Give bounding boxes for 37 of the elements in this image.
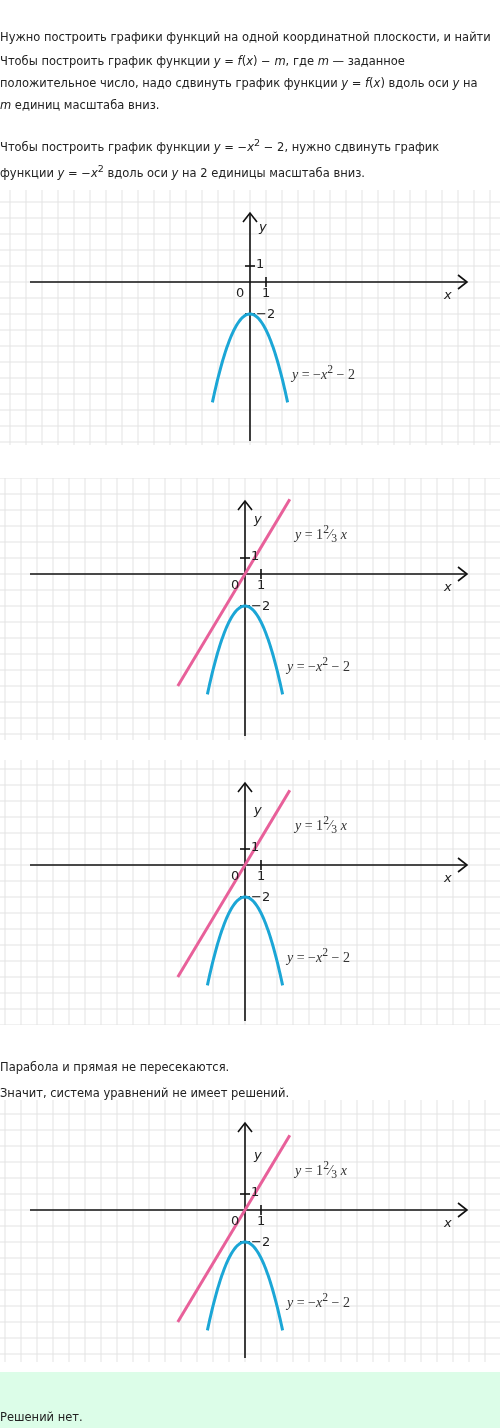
answer-text: Решений нет. (0, 1409, 84, 1426)
tick-label: 0 (236, 286, 245, 300)
function-label: y = −x$^{2}$ − 2 (287, 654, 350, 675)
tick-label: −2 (251, 1235, 271, 1249)
tick-label: 0 (231, 578, 240, 592)
axis-label: y (254, 512, 262, 526)
tick-label: 1 (251, 1185, 260, 1199)
tick-label: 1 (257, 869, 266, 883)
tick-label: −2 (256, 307, 276, 321)
axis-label: y (254, 1148, 262, 1162)
function-label: y = −x$^{2}$ − 2 (292, 362, 355, 383)
paragraph: Нужно построить графики функций на одной координатной плоскости, и найти (0, 29, 492, 46)
tick-label: −2 (251, 599, 271, 613)
paragraph: Парабола и прямая не пересекаются. (0, 1059, 231, 1076)
tick-label: −2 (251, 890, 271, 904)
paragraph: Чтобы построить график функции y = −x$^{2}$ − 2, нужно сдвинуть график функции y = −x$^{2}$ вдоль оси y на 2 единицы масштаба вниз. (0, 136, 441, 182)
axis-label: y (259, 220, 267, 234)
paragraph: Чтобы построить график функции y = f(x) − m, где m — заданное положительное число, надо сдвинуть график функции y = f(x) вдоль оси y на m единиц масштаба вниз. (0, 53, 479, 114)
tick-label: 1 (256, 257, 265, 271)
function-label: y = 1$^{2}$⁄$_{3}$ x (295, 1158, 347, 1184)
tick-label: 1 (251, 840, 260, 854)
tick-label: 0 (231, 869, 240, 883)
tick-label: 1 (251, 549, 260, 563)
tick-label: 1 (262, 286, 271, 300)
paragraph: Значит, система уравнений не имеет решений. (0, 1085, 291, 1102)
axis-label: x (444, 1216, 452, 1230)
axis-label: y (254, 803, 262, 817)
function-label: y = 1$^{2}$⁄$_{3}$ x (295, 813, 347, 839)
axis-label: x (444, 580, 452, 594)
function-label: y = 1$^{2}$⁄$_{3}$ x (295, 522, 347, 548)
tick-label: 1 (257, 1214, 266, 1228)
tick-label: 0 (231, 1214, 240, 1228)
axis-label: x (444, 871, 452, 885)
tick-label: 1 (257, 578, 266, 592)
function-label: y = −x$^{2}$ − 2 (287, 1290, 350, 1311)
function-label: y = −x$^{2}$ − 2 (287, 945, 350, 966)
axis-label: x (444, 288, 452, 302)
